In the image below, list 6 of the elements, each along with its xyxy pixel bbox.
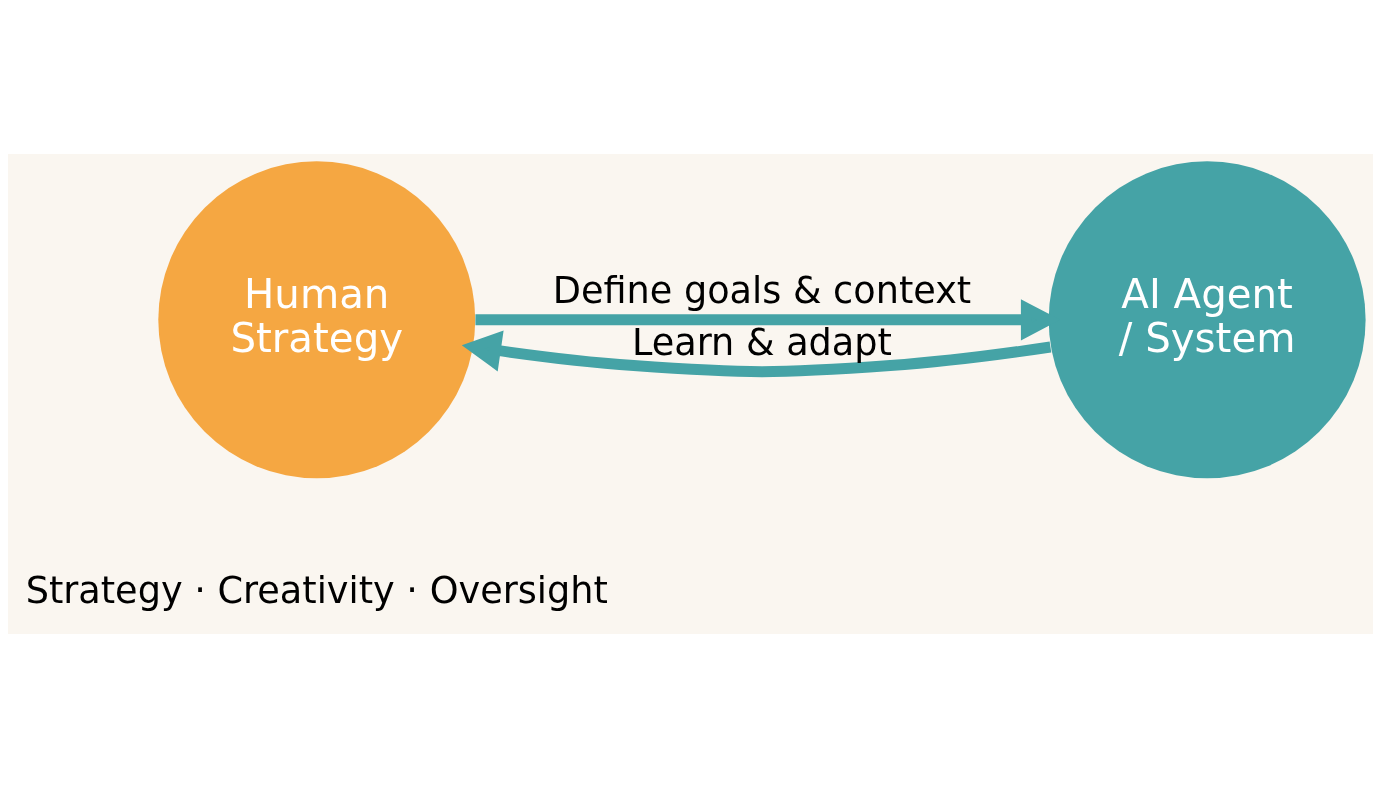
node-circle: AI Agent / System [1048,161,1366,479]
arrow [461,330,1052,378]
edge-label: Learn & adapt [631,320,892,364]
node-circle: Human Strategy [158,161,476,479]
label: Strategy · Creativity · Oversight [25,568,608,612]
edge-label: Define goals & context [552,269,972,313]
